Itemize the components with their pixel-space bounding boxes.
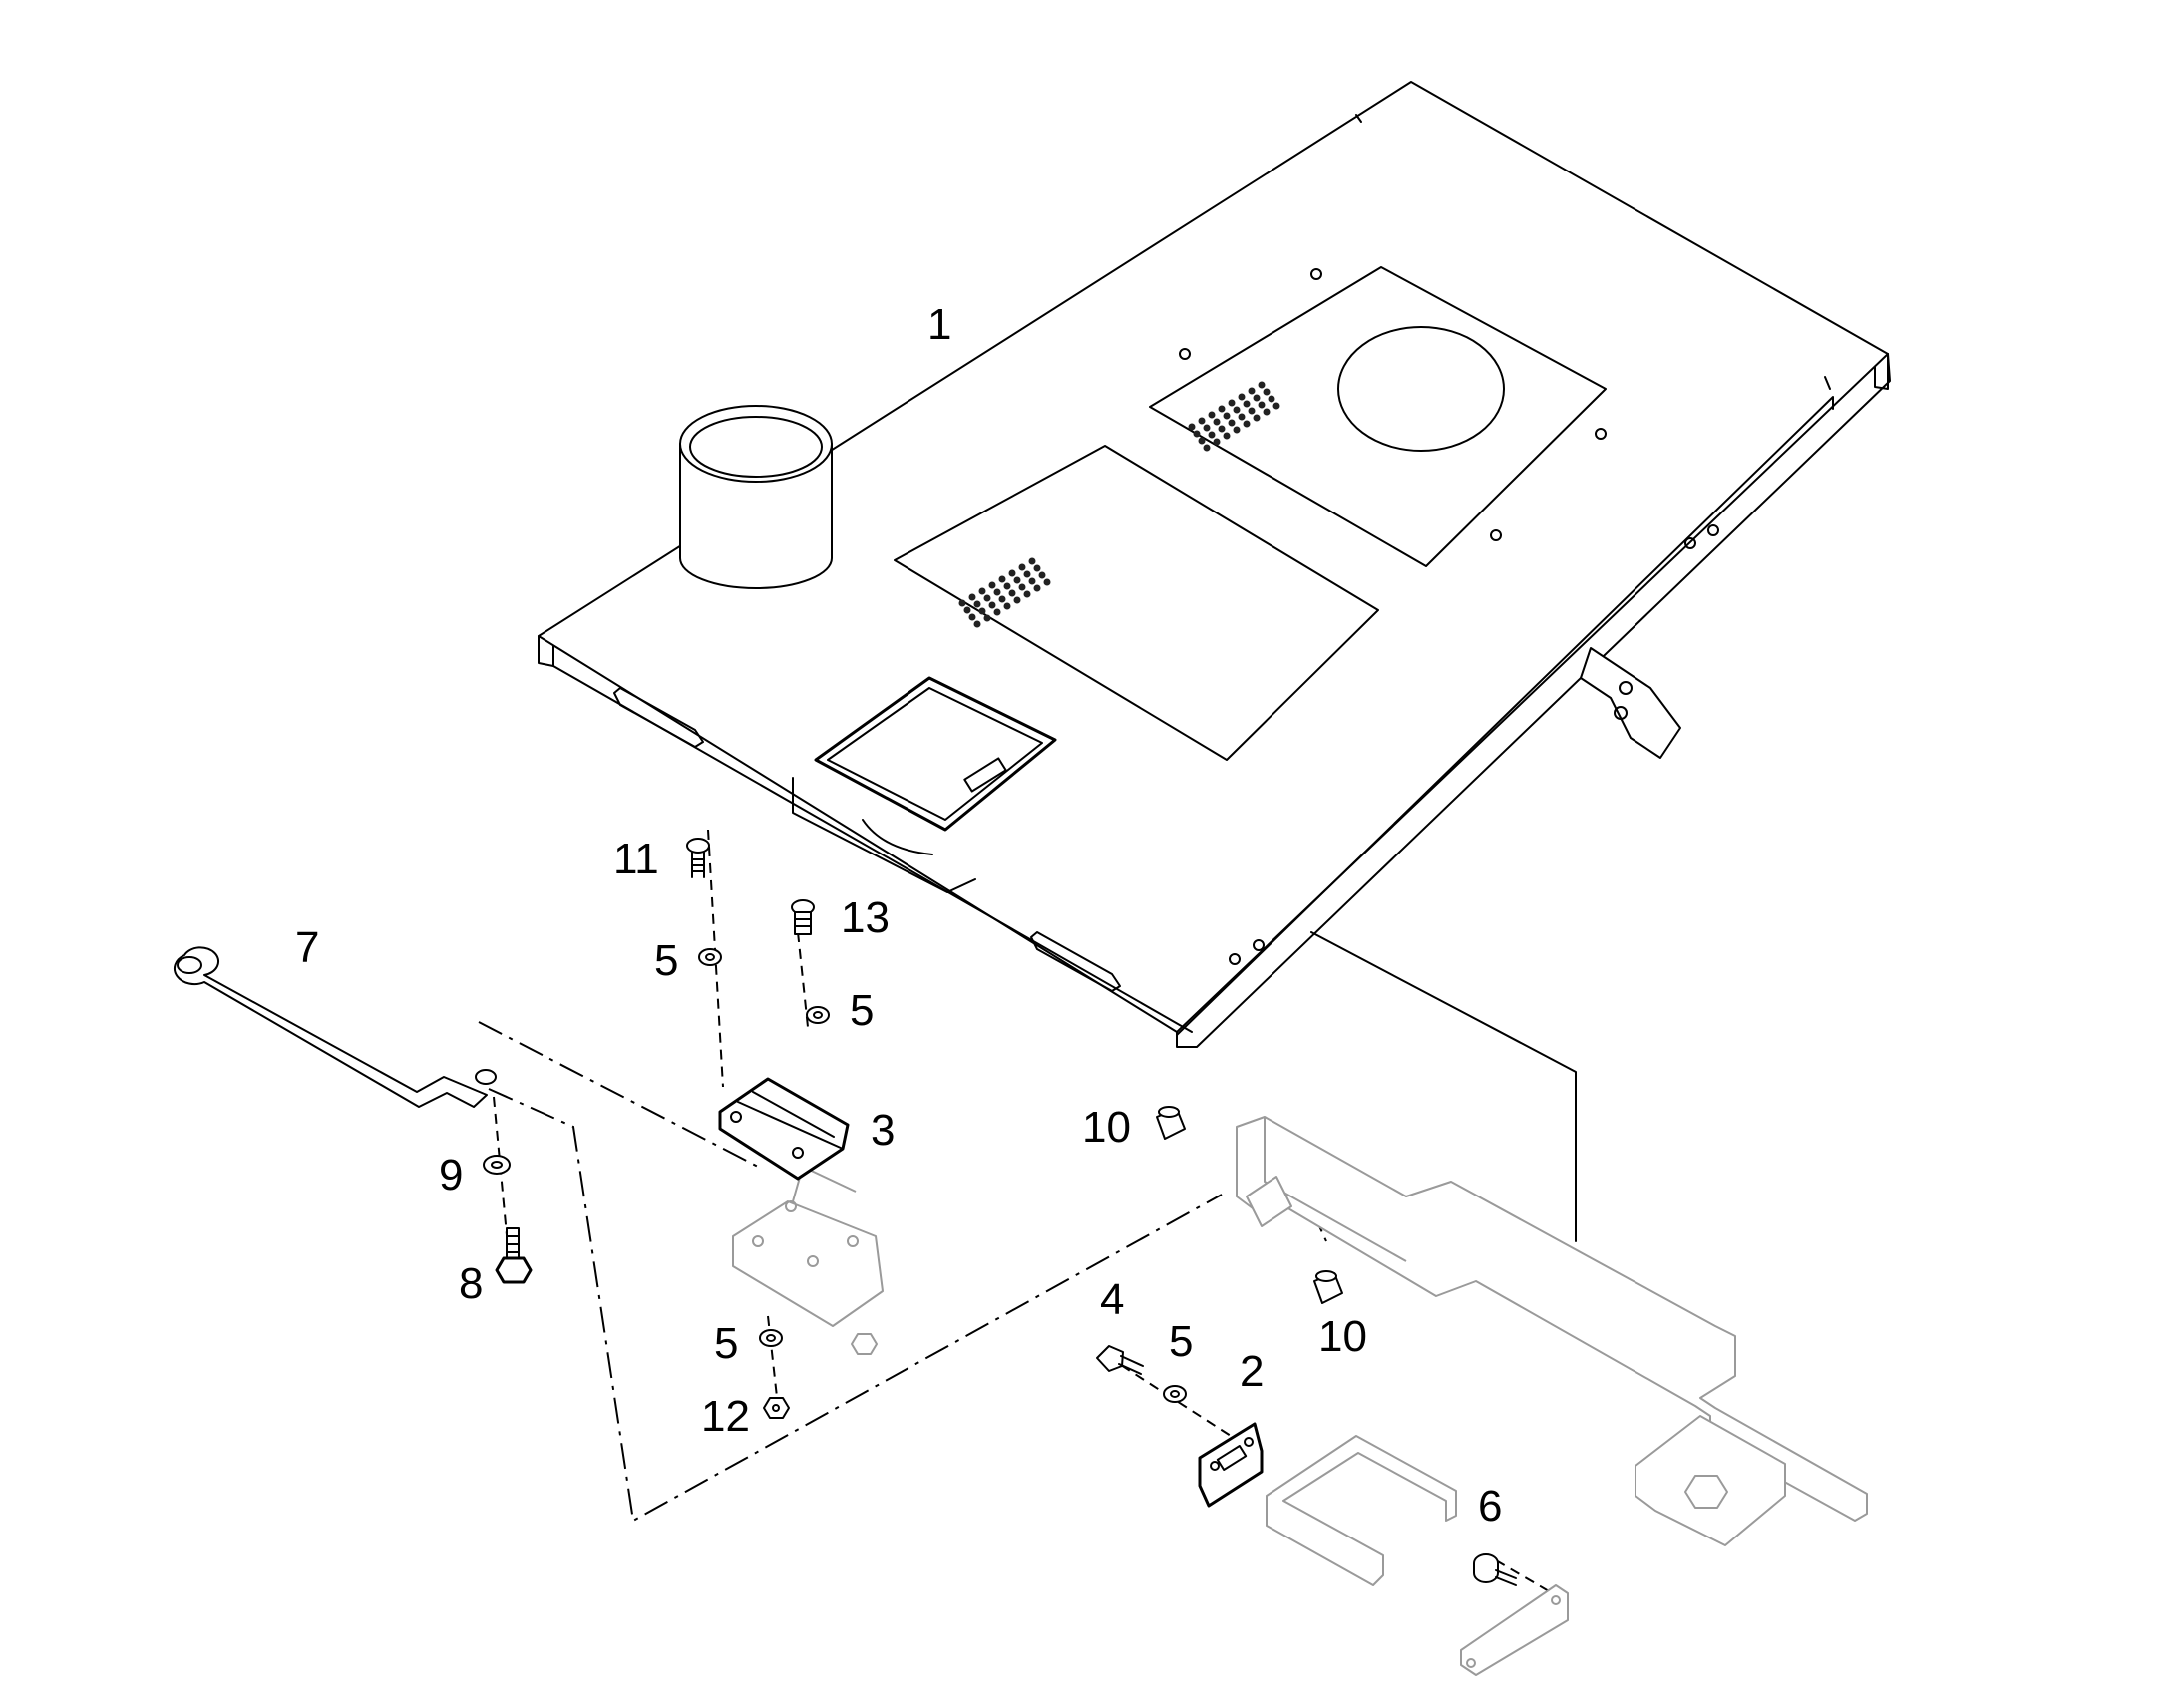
ghost-frame-bracket: [1236, 1116, 1868, 1546]
part-10-bumper-lower: [1313, 1270, 1343, 1304]
callout-5b: 5: [850, 986, 874, 1035]
part-10-bumper-upper: [1156, 1106, 1186, 1140]
part-5-washer-right: [1163, 1385, 1187, 1403]
callout-6: 6: [1478, 1482, 1502, 1531]
ghost-nut: [851, 1333, 878, 1355]
callout-3: 3: [871, 1106, 895, 1155]
callout-labels: 1 2 3 4 5 5 5 5 6 7 8 9 10 10 11 12 13: [295, 300, 1502, 1531]
callout-1: 1: [927, 300, 951, 349]
callout-10a: 10: [1082, 1103, 1131, 1152]
callout-2: 2: [1240, 1347, 1264, 1396]
callout-10b: 10: [1318, 1312, 1367, 1361]
part-4-screw: [1096, 1345, 1144, 1375]
callout-5a: 5: [654, 936, 678, 985]
assembly-lines: [478, 829, 1557, 1596]
part-5-washer-lower: [759, 1329, 783, 1347]
callout-9: 9: [439, 1151, 463, 1199]
part-11-screw: [686, 838, 710, 878]
callout-5c: 5: [714, 1319, 738, 1368]
callout-11: 11: [613, 835, 659, 883]
callout-4: 4: [1100, 1275, 1124, 1324]
callout-8: 8: [459, 1259, 483, 1308]
part-8-bolt: [495, 1227, 533, 1284]
part-12-nut: [763, 1397, 790, 1419]
callout-13: 13: [841, 893, 890, 942]
callout-12: 12: [701, 1392, 750, 1441]
part-7-handle-lever: [174, 946, 497, 1108]
part-2-strike-plate: [1198, 1422, 1264, 1508]
ghost-plate-6: [1460, 1584, 1569, 1676]
ghost-u-clip: [1266, 1435, 1457, 1586]
part-6-screw: [1473, 1553, 1517, 1586]
part-3-latch: [718, 1077, 884, 1327]
part-5-washer-upper-left: [698, 948, 722, 966]
part-9-washer: [483, 1155, 511, 1175]
part-5-washer-upper-right: [806, 1006, 830, 1024]
leader-line: [1310, 931, 1577, 1242]
part-1-cover-panel: [538, 81, 1891, 1048]
callout-7: 7: [295, 923, 319, 972]
callout-5d: 5: [1169, 1317, 1193, 1366]
part-13-screw: [791, 899, 815, 935]
